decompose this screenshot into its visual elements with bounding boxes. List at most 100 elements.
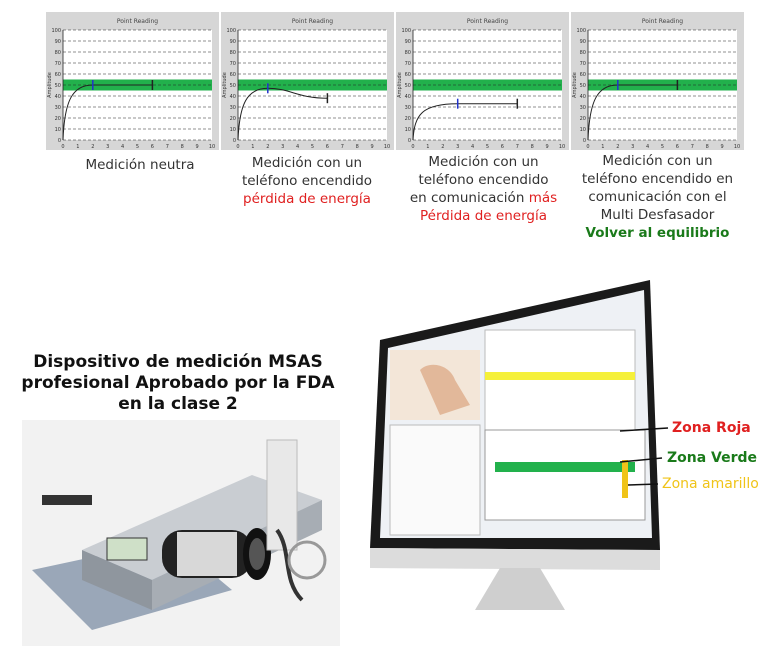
y-tick-label: 60 [405, 72, 411, 78]
y-tick-label: 80 [55, 50, 61, 56]
y-tick-label: 50 [405, 83, 411, 89]
y-tick-label: 50 [580, 83, 586, 89]
x-tick-label: 2 [441, 144, 444, 150]
zone-red-label: Zona Roja [672, 420, 751, 436]
y-tick-label: 40 [580, 94, 586, 100]
caption-line: teléfono encendido en [581, 171, 734, 187]
x-tick-label: 0 [586, 144, 589, 150]
y-tick-label: 90 [580, 39, 586, 45]
device-title-line: Dispositivo de medición MSAS [33, 352, 323, 372]
y-tick-label: 30 [230, 105, 236, 111]
msas-device-illustration [22, 420, 340, 646]
chart-title: Point Reading [292, 18, 333, 25]
x-tick-label: 5 [136, 144, 139, 150]
device-title-line: profesional Aprobado por la FDA [21, 373, 335, 393]
y-tick-label: 90 [230, 39, 236, 45]
y-axis-label: Amplitude [47, 72, 53, 98]
caption-line: Multi Desfasador [600, 207, 715, 223]
x-tick-label: 4 [121, 144, 124, 150]
x-tick-label: 7 [516, 144, 519, 150]
x-tick-label: 10 [559, 144, 565, 150]
chart-title: Point Reading [117, 18, 158, 25]
caption-neutral: Medición neutra [60, 156, 220, 174]
y-tick-label: 90 [55, 39, 61, 45]
caption-line: Medición neutra [85, 157, 195, 173]
y-tick-label: 0 [408, 138, 411, 144]
x-tick-label: 10 [209, 144, 215, 150]
y-tick-label: 60 [55, 72, 61, 78]
x-tick-label: 5 [486, 144, 489, 150]
zone-yellow-label: Zona amarillo [662, 476, 759, 492]
caption-line: Medición con un [251, 155, 363, 171]
y-tick-label: 10 [405, 127, 411, 133]
x-tick-label: 6 [326, 144, 329, 150]
x-tick-label: 4 [471, 144, 474, 150]
caption-energy-loss: pérdida de energía [243, 191, 371, 207]
chart-svg: Point ReadingAmplitude100908070605040302… [572, 18, 740, 150]
y-tick-label: 80 [580, 50, 586, 56]
x-tick-label: 6 [151, 144, 154, 150]
x-tick-label: 3 [106, 144, 109, 150]
y-axis-label: Amplitude [572, 72, 578, 98]
y-tick-label: 40 [405, 94, 411, 100]
x-tick-label: 2 [266, 144, 269, 150]
x-tick-label: 3 [631, 144, 634, 150]
y-axis-label: Amplitude [397, 72, 403, 98]
x-tick-label: 9 [371, 144, 374, 150]
caption-line: Medición con un [428, 154, 539, 170]
y-tick-label: 50 [55, 83, 61, 89]
x-tick-label: 7 [341, 144, 344, 150]
y-tick-label: 20 [580, 116, 586, 122]
caption-back-to-balance: Volver al equilibrio [585, 225, 730, 241]
chart-svg: Point ReadingAmplitude100908070605040302… [47, 18, 215, 150]
x-tick-label: 5 [661, 144, 664, 150]
y-tick-label: 100 [51, 28, 61, 34]
x-tick-label: 10 [734, 144, 740, 150]
y-tick-label: 100 [576, 28, 586, 34]
y-tick-label: 80 [405, 50, 411, 56]
x-tick-label: 8 [706, 144, 709, 150]
y-tick-label: 100 [401, 28, 411, 34]
y-axis-label: Amplitude [222, 72, 228, 98]
green-zone-band [238, 79, 387, 91]
caption-phone-on: Medición con un teléfono encendido pérdi… [222, 154, 392, 208]
x-tick-label: 1 [601, 144, 604, 150]
caption-line: teléfono encendido [241, 173, 373, 189]
chart-title: Point Reading [467, 18, 508, 25]
x-tick-label: 8 [181, 144, 184, 150]
monitor-illustration [370, 280, 660, 610]
y-tick-label: 10 [580, 127, 586, 133]
y-tick-label: 40 [230, 94, 236, 100]
x-tick-label: 4 [646, 144, 649, 150]
chart-svg: Point ReadingAmplitude100908070605040302… [222, 18, 390, 150]
x-tick-label: 1 [251, 144, 254, 150]
y-tick-label: 70 [230, 61, 236, 67]
y-tick-label: 50 [230, 83, 236, 89]
y-tick-label: 70 [405, 61, 411, 67]
y-tick-label: 40 [55, 94, 61, 100]
x-tick-label: 1 [76, 144, 79, 150]
x-tick-label: 9 [721, 144, 724, 150]
y-tick-label: 80 [230, 50, 236, 56]
chart-title: Point Reading [642, 18, 683, 25]
y-tick-label: 60 [230, 72, 236, 78]
caption-energy-loss: Pérdida de energía [420, 208, 547, 224]
y-tick-label: 70 [580, 61, 586, 67]
y-tick-label: 30 [580, 105, 586, 111]
x-tick-label: 6 [676, 144, 679, 150]
x-tick-label: 10 [384, 144, 390, 150]
y-tick-label: 10 [55, 127, 61, 133]
x-tick-label: 8 [531, 144, 534, 150]
x-tick-label: 1 [426, 144, 429, 150]
x-tick-label: 5 [311, 144, 314, 150]
x-tick-label: 2 [91, 144, 94, 150]
x-tick-label: 0 [411, 144, 414, 150]
caption-line: en comunicación [409, 190, 525, 206]
y-tick-label: 20 [55, 116, 61, 122]
y-tick-label: 10 [230, 127, 236, 133]
x-tick-label: 7 [166, 144, 169, 150]
y-tick-label: 90 [405, 39, 411, 45]
